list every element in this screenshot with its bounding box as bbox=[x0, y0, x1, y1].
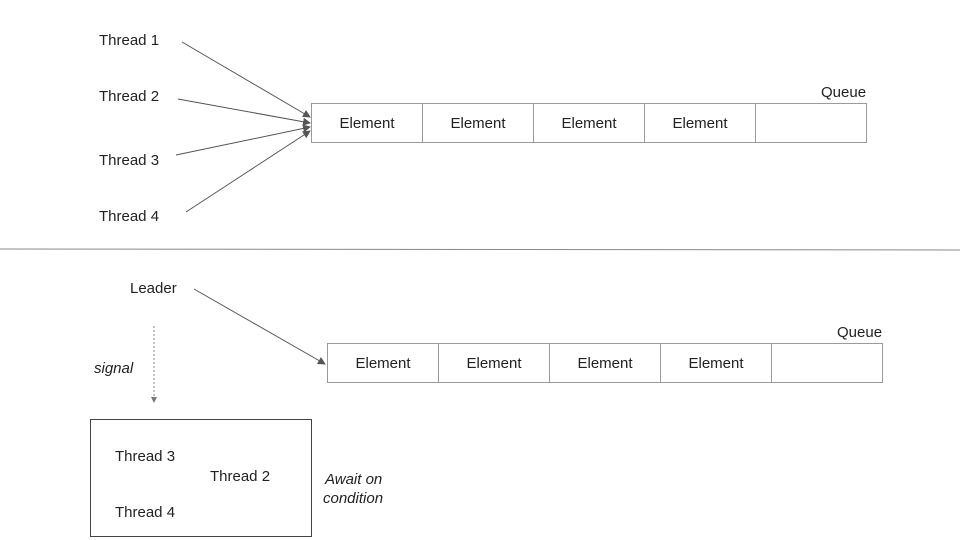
queue-cell: Element bbox=[311, 103, 423, 143]
queue-cell: Element bbox=[549, 343, 661, 383]
queue-cell: Element bbox=[644, 103, 756, 143]
waiting-thread-3-label: Thread 3 bbox=[115, 448, 176, 465]
waiting-thread-4-label: Thread 4 bbox=[115, 504, 176, 521]
queue-cell: Element bbox=[422, 103, 534, 143]
queue-cell-empty bbox=[771, 343, 883, 383]
await-label-line-1: Await on bbox=[325, 471, 383, 488]
arrow-thread-2 bbox=[177, 98, 311, 126]
arrow-thread-1 bbox=[181, 41, 311, 118]
signal-label: signal bbox=[94, 360, 134, 377]
leader-label: Leader bbox=[130, 280, 177, 297]
top-queue-label: Queue bbox=[821, 84, 867, 101]
thread-4-label: Thread 4 bbox=[99, 208, 160, 225]
thread-2-label: Thread 2 bbox=[99, 88, 160, 105]
queue-cell: Element bbox=[660, 343, 772, 383]
queue-cell: Element bbox=[533, 103, 645, 143]
bottom-queue-label: Queue bbox=[837, 324, 883, 341]
thread-3-label: Thread 3 bbox=[99, 152, 160, 169]
arrow-thread-3 bbox=[175, 124, 311, 156]
queue-cell-empty bbox=[755, 103, 867, 143]
arrow-leader bbox=[193, 288, 326, 365]
queue-cell: Element bbox=[327, 343, 439, 383]
await-label-line-2: condition bbox=[323, 490, 384, 507]
queue-cell: Element bbox=[438, 343, 550, 383]
section-divider bbox=[0, 248, 960, 251]
top-queue: Element Element Element Element bbox=[311, 103, 867, 143]
thread-1-label: Thread 1 bbox=[99, 32, 160, 49]
waiting-threads-box bbox=[90, 419, 312, 537]
bottom-queue: Element Element Element Element bbox=[327, 343, 883, 383]
arrow-thread-4 bbox=[185, 130, 311, 213]
waiting-thread-2-label: Thread 2 bbox=[210, 468, 271, 485]
